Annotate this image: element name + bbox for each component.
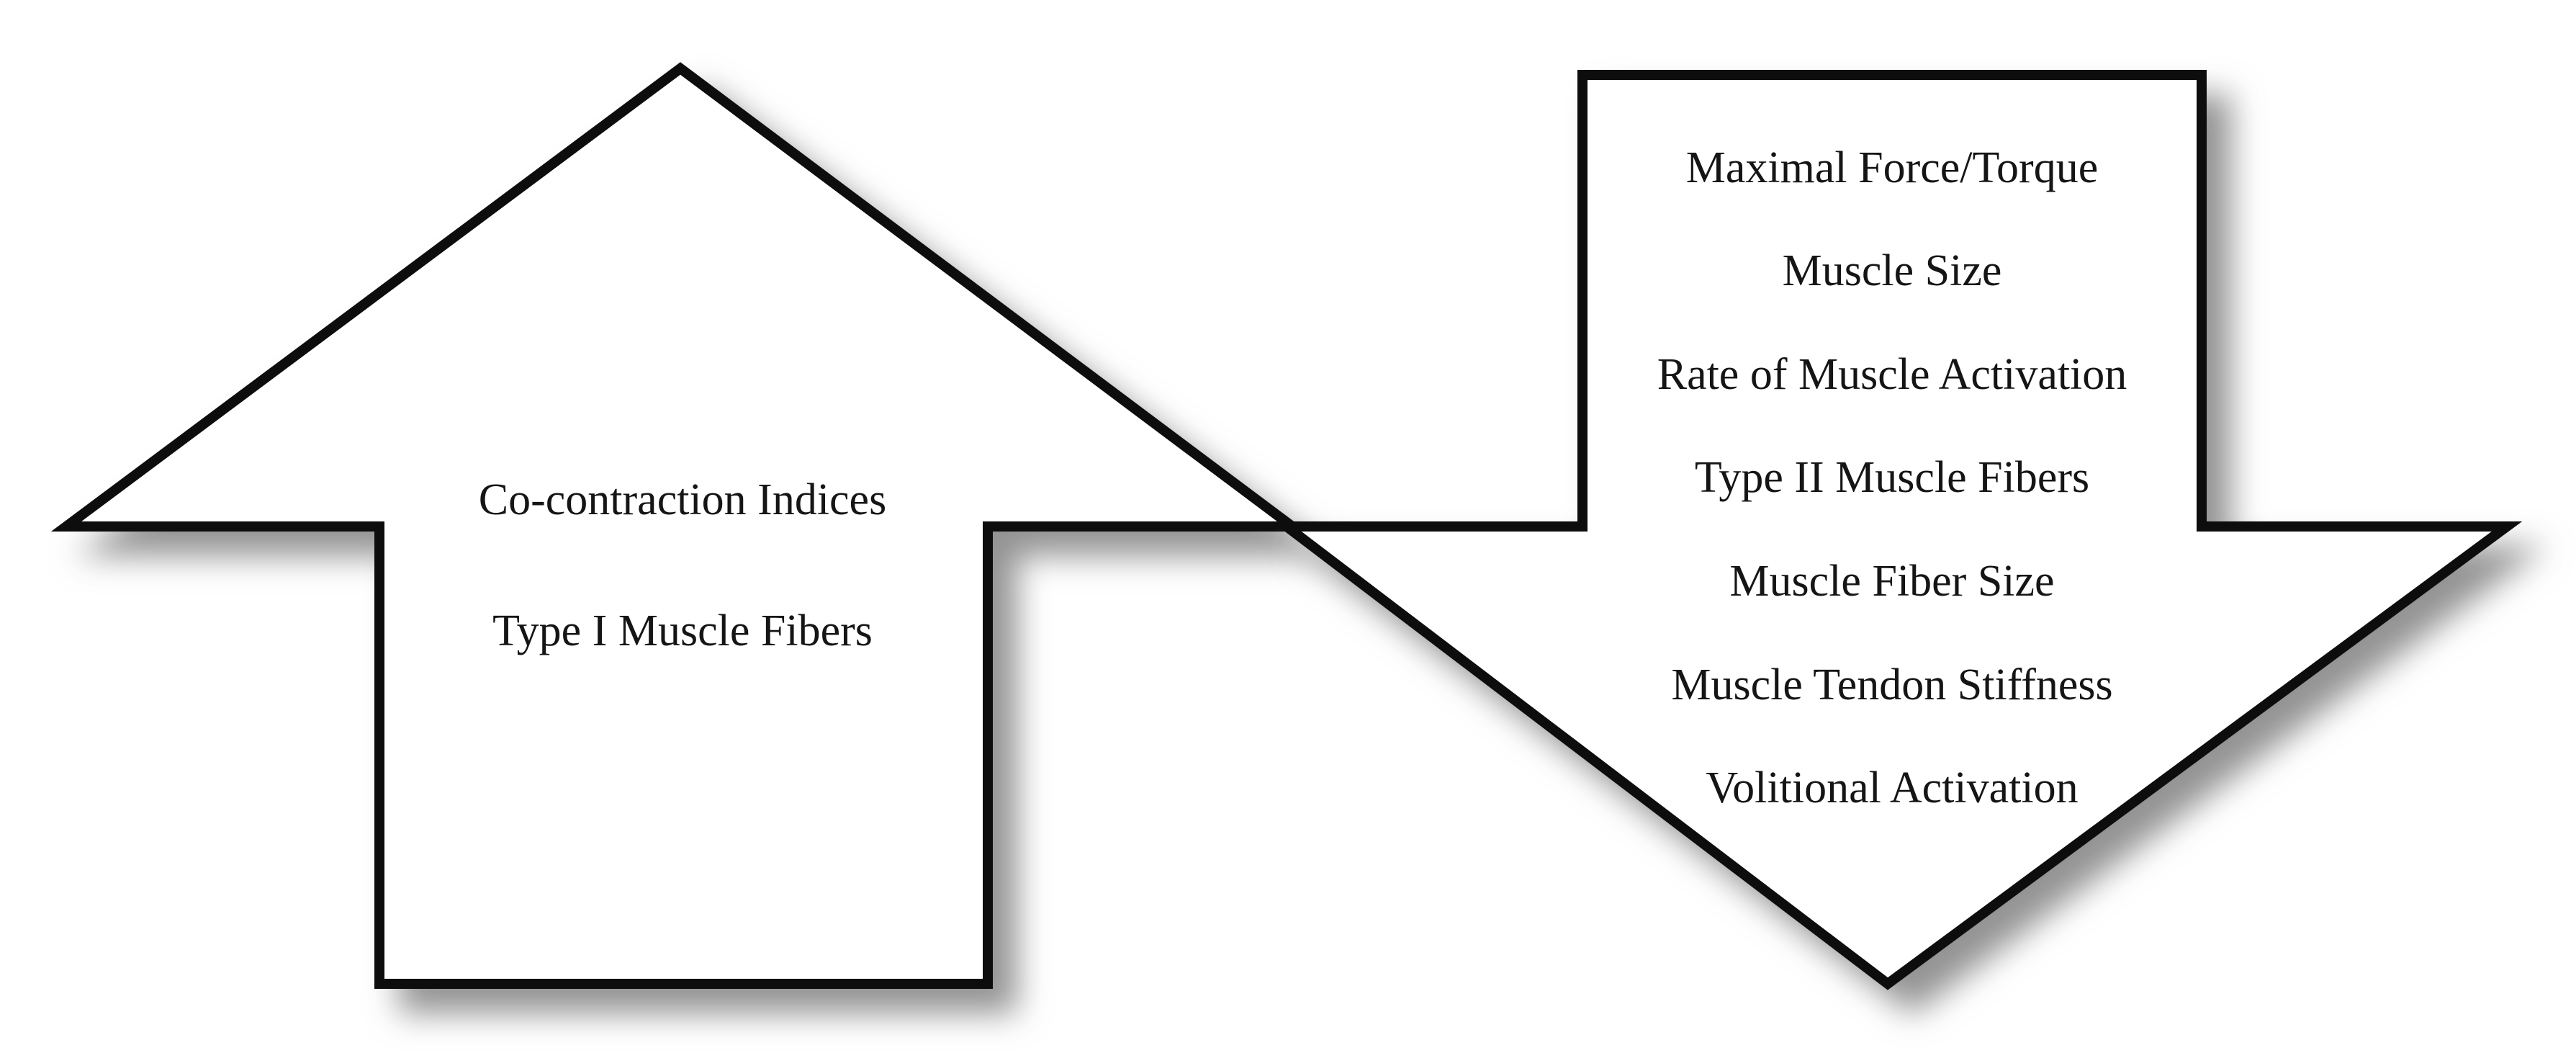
down-arrow-shape: [1271, 70, 2523, 990]
up-arrow-shape: [50, 62, 1308, 989]
